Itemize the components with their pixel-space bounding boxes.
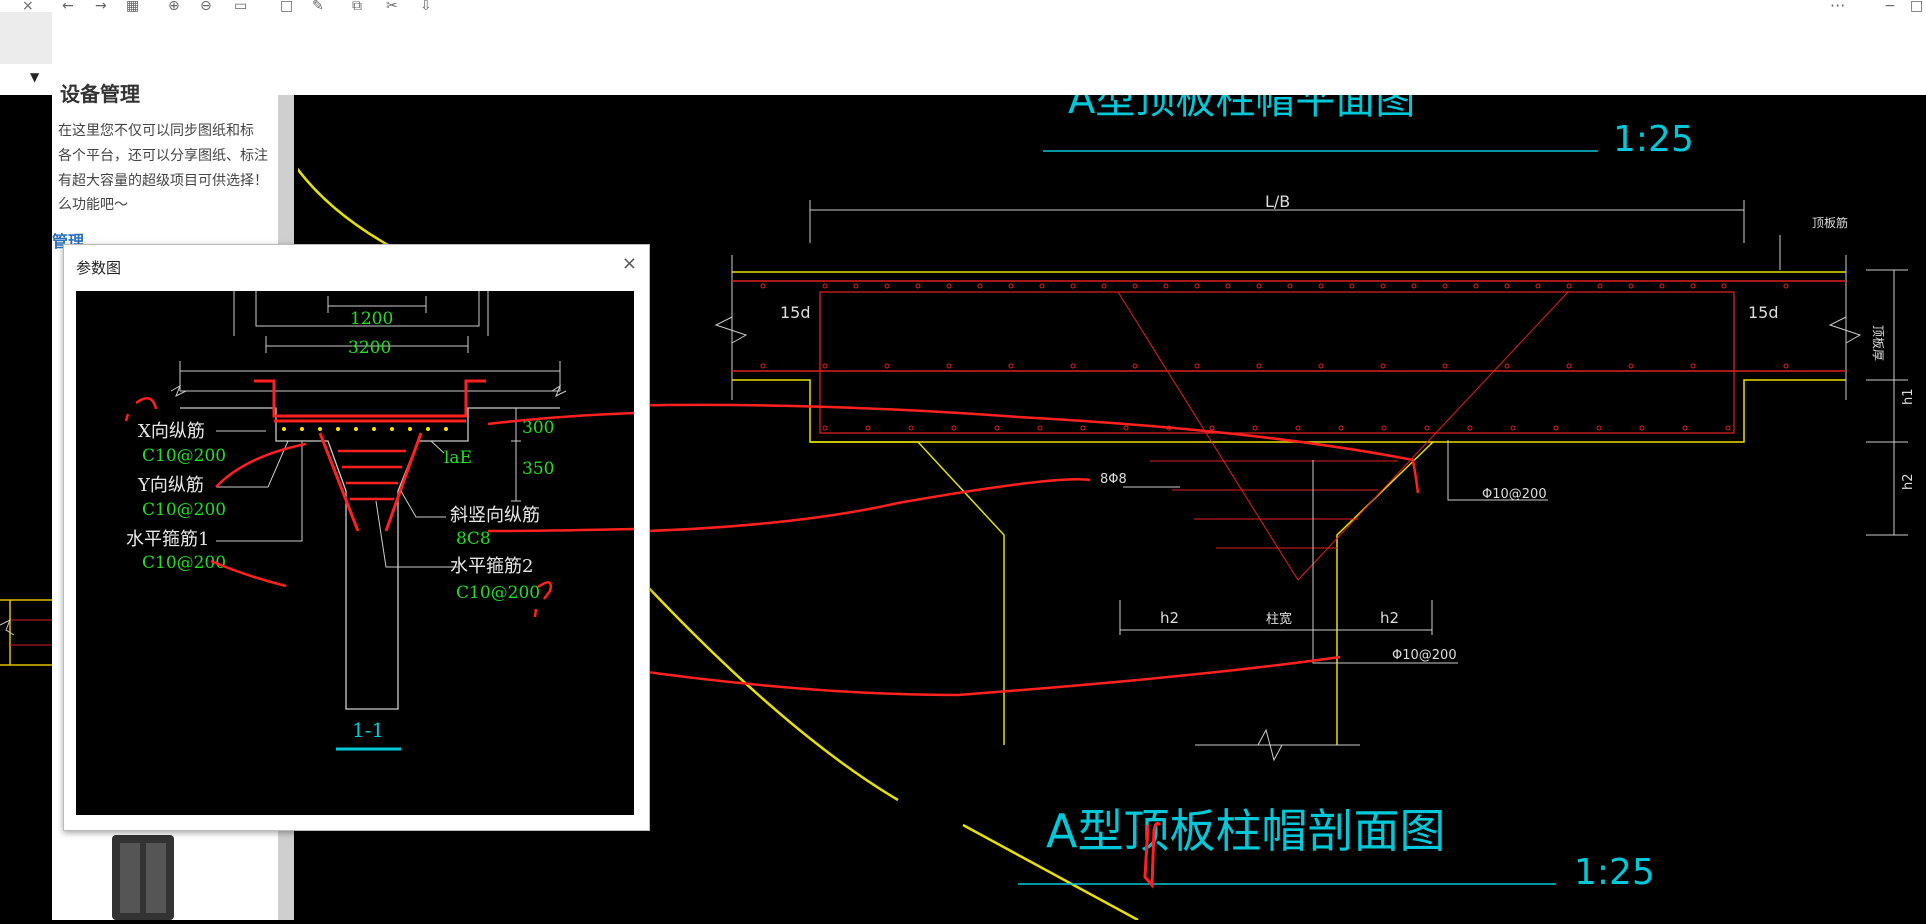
plan-scale: 1:25 [1613, 119, 1694, 160]
lb-label: L/B [1265, 192, 1290, 211]
dialog-title: 参数图 [76, 259, 122, 277]
maximize-icon[interactable]: □ [1910, 0, 1924, 14]
h2-left-label: h2 [1160, 609, 1179, 627]
red-annotation-line [487, 527, 634, 533]
copy-icon[interactable]: ⧉ [352, 0, 362, 14]
cad-canvas[interactable]: A型顶板柱帽平面图 1:25 L/B 15d 15d 顶板筋 顶板厚 h1 h2… [298, 95, 1926, 920]
side-panel-text-line: 各个平台，还可以分享图纸、标注 [58, 148, 268, 164]
edit-icon[interactable]: ✎ [312, 0, 324, 14]
grid-icon[interactable]: ▦ [126, 0, 140, 14]
d15-right-label: 15d [1748, 303, 1779, 322]
export-icon[interactable]: ⇩ [420, 0, 432, 14]
bar-10-label: Φ10@200 [1482, 487, 1547, 502]
forward-icon[interactable]: → [95, 0, 107, 14]
fit-icon[interactable]: ▭ [234, 0, 248, 14]
bar-10-label-2: Φ10@200 [1392, 648, 1457, 663]
side-panel-title: 设备管理 [60, 82, 140, 106]
back-icon[interactable]: ← [62, 0, 74, 14]
thickness-label: 顶板厚 [1871, 325, 1885, 361]
dim-300-label: 300 [522, 418, 554, 438]
column-width-label: 柱宽 [1266, 611, 1292, 627]
side-panel-text-line: 么功能吧～ [58, 197, 128, 213]
red-question-mark [533, 581, 552, 618]
left-strip-drawing [0, 599, 52, 666]
yellow-curve [962, 823, 1139, 920]
red-question-mark [124, 396, 158, 422]
left-black-strip [0, 95, 52, 920]
y-bar-label: Y向纵筋 [137, 475, 204, 496]
server-image-part [120, 843, 140, 913]
minimize-icon[interactable]: − [1884, 0, 1896, 14]
close-icon[interactable]: × [621, 253, 637, 274]
server-image-part [146, 843, 166, 913]
toolbar-left-panel [0, 12, 52, 64]
y-bar-spec: C10@200 [142, 500, 226, 520]
slant-bar-spec: 8C8 [456, 529, 491, 549]
top-bar-label: 顶板筋 [1812, 215, 1848, 230]
rect-icon[interactable]: □ [280, 0, 294, 14]
dim-3200-label: 3200 [348, 338, 391, 358]
section-label: 1-1 [352, 718, 384, 742]
param-diagram-svg: 1200 3200 300 350 [124, 291, 634, 751]
param-diagram: 1200 3200 300 350 [76, 291, 634, 815]
yellow-curve [645, 584, 899, 802]
red-annotation-line [459, 403, 1420, 494]
red-annotation-line [487, 411, 634, 426]
top-toolbar: × ← → ▦ ⊕ ⊖ ▭ □ ✎ ⧉ ✂ ⇩ ··· − □ ▼ [0, 0, 1926, 95]
section-scale: 1:25 [1574, 852, 1655, 893]
dim-1200-label: 1200 [350, 309, 393, 329]
bar-8-label: 8Φ8 [1100, 472, 1127, 487]
close-icon[interactable]: × [22, 0, 34, 14]
plan-title: A型顶板柱帽平面图 [1068, 95, 1415, 123]
h-stirrup1-label: 水平箍筋1 [126, 529, 209, 550]
slant-bar-label: 斜竖向纵筋 [450, 505, 540, 526]
red-annotation-line [210, 559, 287, 588]
param-dialog: 参数图 × ‹ 1200 3200 [63, 244, 650, 831]
h-stirrup1-spec: C10@200 [142, 553, 226, 573]
red-annotation-line [215, 442, 307, 488]
x-bar-spec: C10@200 [142, 446, 226, 466]
cut-icon[interactable]: ✂ [386, 0, 398, 14]
d15-left-label: 15d [780, 303, 811, 322]
zoom-out-icon[interactable]: ⊖ [200, 0, 212, 14]
x-bar-label: X向纵筋 [138, 421, 205, 442]
yellow-curve [298, 167, 389, 247]
lae-label: laE [444, 448, 472, 468]
more-icon[interactable]: ··· [1830, 0, 1846, 15]
red-handwritten-mark [1143, 821, 1162, 889]
h1-label: h1 [1901, 388, 1916, 405]
section-title: A型顶板柱帽剖面图 [1046, 804, 1445, 858]
zoom-in-icon[interactable]: ⊕ [168, 0, 180, 14]
h-stirrup2-spec: C10@200 [456, 583, 540, 603]
h-stirrup2-label: 水平箍筋2 [450, 556, 533, 577]
side-panel-text-line: 有超大容量的超级项目可供选择！ [58, 173, 268, 189]
side-panel-text-line: 在这里您不仅可以同步图纸和标 [58, 123, 254, 139]
dim-350-label: 350 [522, 459, 554, 479]
dropdown-icon[interactable]: ▼ [30, 70, 40, 84]
h2-mid-label: h2 [1380, 609, 1399, 627]
h2-right-label: h2 [1901, 473, 1916, 490]
